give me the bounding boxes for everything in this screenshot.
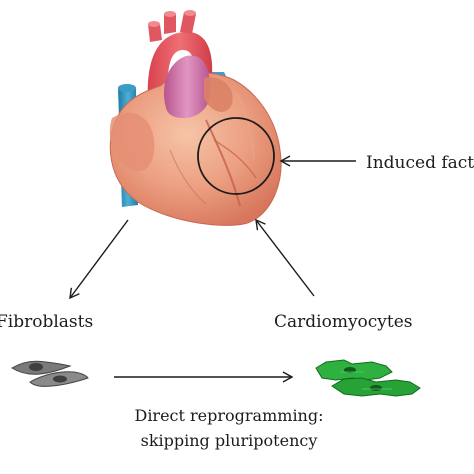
cardiomyocytes-label: Cardiomyocytes — [274, 312, 413, 332]
heart-illustration — [109, 10, 282, 226]
fibroblasts-label: Fibroblasts — [0, 312, 94, 332]
fibroblast-cells — [11, 360, 89, 387]
cardiomyocyte-cells — [315, 359, 421, 397]
reprogramming-caption: Direct reprogramming: skipping pluripote… — [96, 403, 362, 453]
arrow-cardiomyocytes-to-heart — [255, 218, 315, 297]
induced-factors-label: Induced factors — [366, 153, 474, 173]
target-region-circle — [197, 117, 275, 195]
caption-line-1: Direct reprogramming: — [134, 406, 324, 425]
caption-line-2: skipping pluripotency — [140, 431, 318, 450]
arrow-heart-to-fibroblasts — [69, 219, 129, 300]
pulmonary-artery — [164, 55, 211, 118]
